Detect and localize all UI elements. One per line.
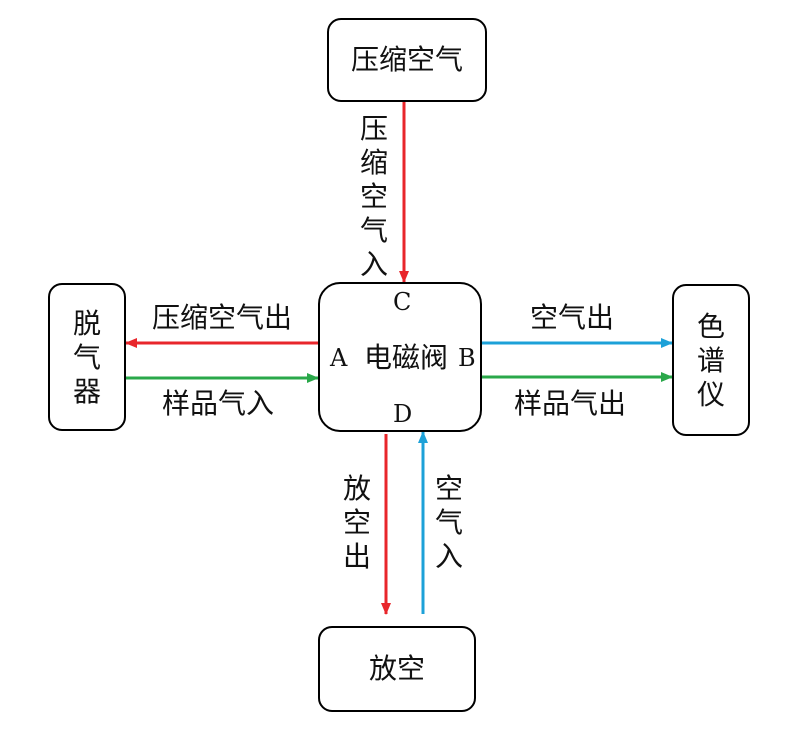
node-chromatograph: 色谱仪: [672, 284, 750, 436]
node-vent-label: 放空: [368, 652, 425, 685]
edge-label-air-in: 空气入: [434, 472, 463, 573]
port-b-label: B: [458, 344, 476, 372]
node-degasser: 脱气器: [48, 283, 126, 431]
edge-label-compressed-air-in: 压缩空气入: [359, 112, 388, 281]
port-c-label: C: [393, 288, 412, 316]
port-a-label: A: [330, 344, 348, 372]
node-vent: 放空: [318, 626, 476, 712]
edge-label-sample-gas-out: 样品气出: [514, 387, 627, 420]
node-compressed-air-label: 压缩空气: [350, 43, 463, 76]
node-compressed-air: 压缩空气: [327, 18, 487, 102]
edge-label-vent-out: 放空出: [342, 472, 371, 573]
node-valve-label: 电磁阀: [364, 341, 449, 374]
node-valve: [318, 282, 482, 432]
port-d-label: D: [393, 400, 413, 428]
node-chromatograph-label: 色谱仪: [696, 310, 725, 411]
edge-label-sample-gas-in: 样品气入: [162, 387, 275, 420]
edge-label-air-out: 空气出: [530, 301, 615, 334]
edge-label-compressed-air-out: 压缩空气出: [152, 301, 293, 334]
node-degasser-label: 脱气器: [72, 307, 101, 408]
